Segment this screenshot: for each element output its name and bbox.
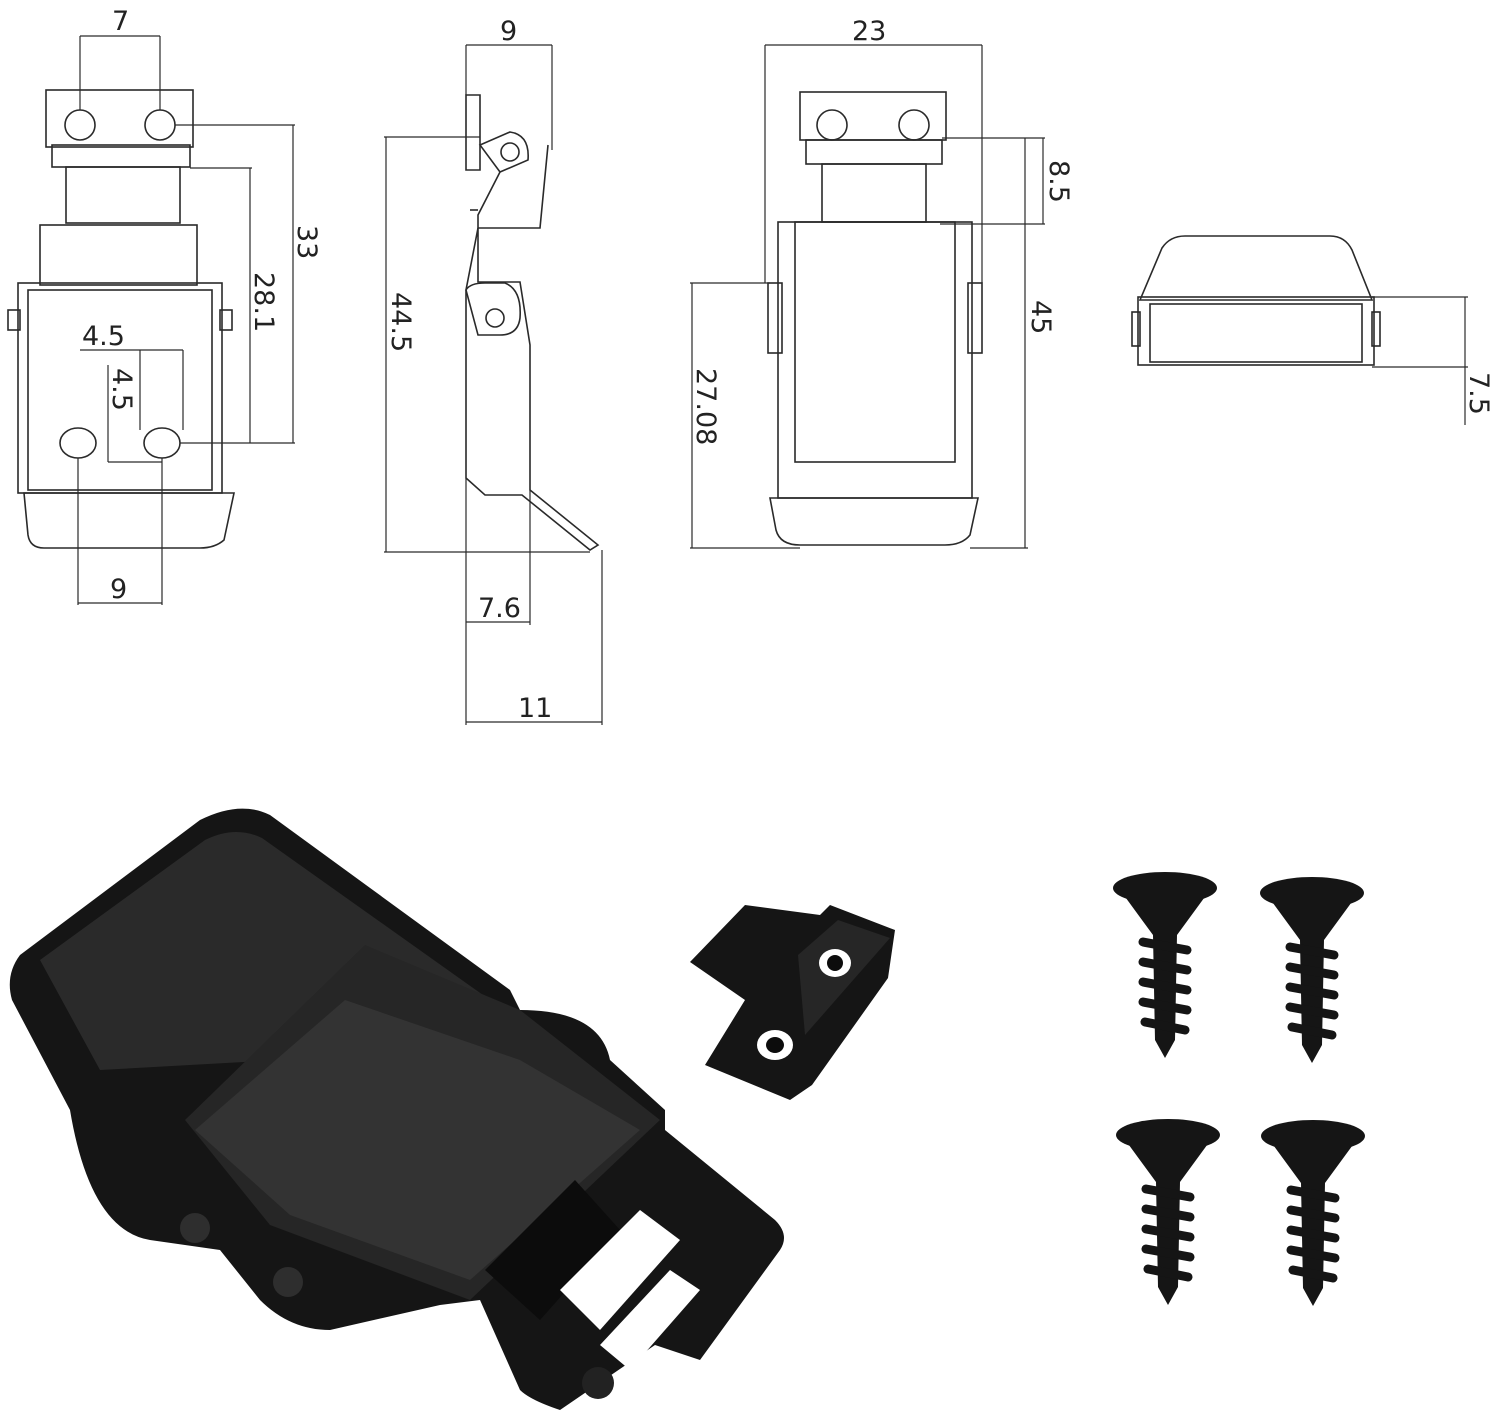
dim-overall-height: 45 [1025, 300, 1056, 334]
latch-body-photo [9, 808, 785, 1410]
dim-base-depth: 7.6 [478, 593, 521, 624]
screw-2 [1260, 877, 1364, 1063]
dim-overall-depth: 11 [518, 693, 552, 724]
side-view-drawing [465, 94, 600, 551]
dim-hole-offset-horizontal: 4.5 [82, 321, 125, 352]
dim-total-height: 44.5 [385, 292, 416, 352]
rear-view-drawing [767, 91, 983, 546]
dim-top-height: 7.5 [1463, 372, 1494, 415]
dim-bottom-hole-spacing: 9 [110, 574, 127, 605]
screw-3 [1116, 1119, 1220, 1305]
screw-4 [1261, 1120, 1365, 1306]
catch-plate-photo [690, 905, 895, 1100]
dim-catch-height: 8.5 [1043, 160, 1074, 203]
top-view-drawing [1131, 235, 1381, 366]
dim-hinge-to-bottom-holes: 28.1 [248, 272, 279, 332]
top-view-dimension-lines [1372, 296, 1468, 425]
screws-photo [1113, 872, 1365, 1306]
dim-rear-width: 23 [852, 16, 886, 47]
dim-top-to-bottom-holes: 33 [291, 225, 322, 259]
rear-view-dimension-lines [690, 44, 1045, 549]
dim-catch-width: 9 [500, 16, 517, 47]
dim-hole-offset-vertical: 4.5 [106, 368, 137, 411]
front-view-dimension-lines [77, 35, 295, 605]
side-view-dimension-lines [384, 44, 603, 725]
front-view-drawing [7, 89, 235, 549]
screw-1 [1113, 872, 1217, 1058]
dim-body-height: 27.08 [690, 368, 721, 445]
dim-top-hole-spacing: 7 [112, 6, 129, 37]
